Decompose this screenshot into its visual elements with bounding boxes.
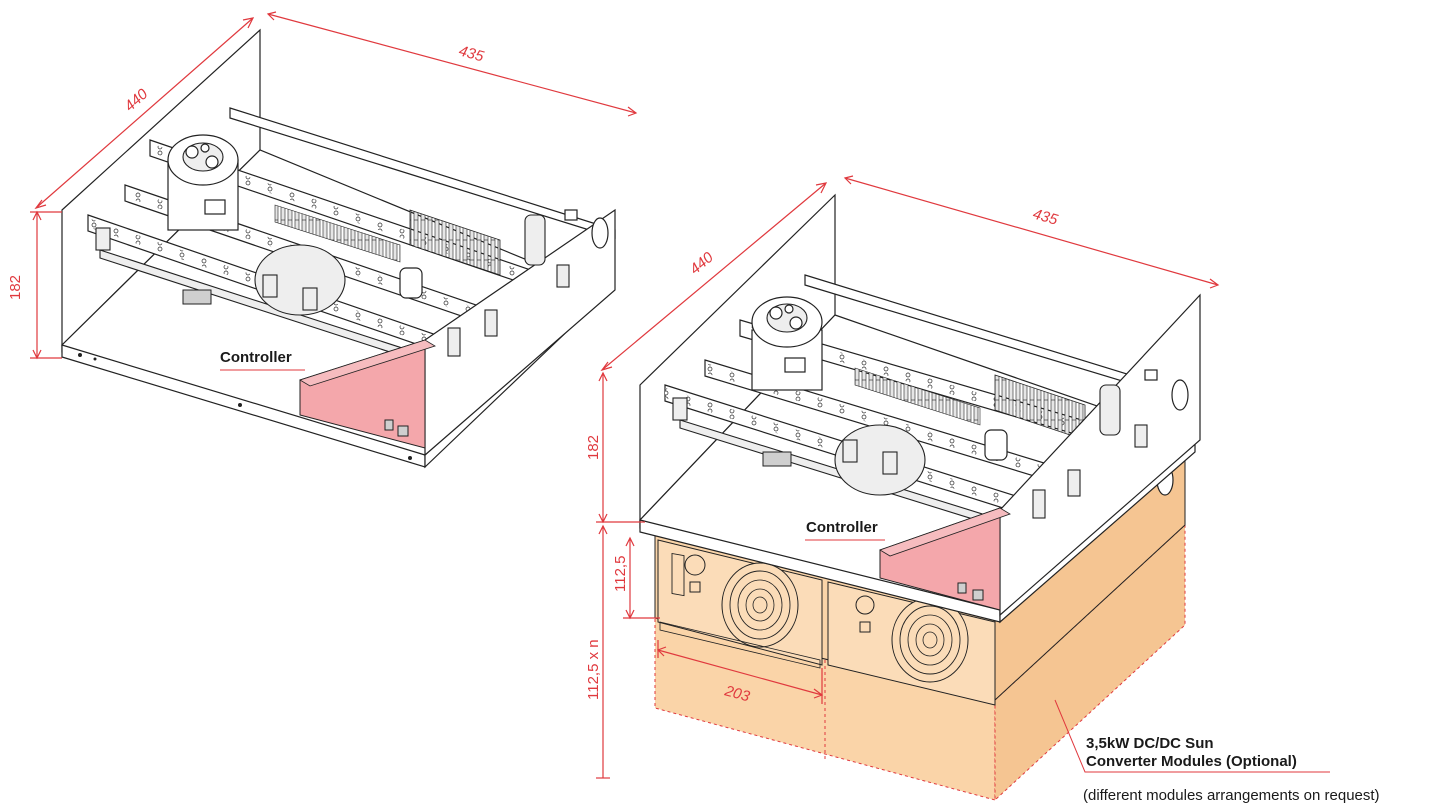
right-unit-controller	[879, 507, 1011, 611]
right-unit-dim-depth: 440	[687, 249, 718, 279]
right-unit-dim-module-height: 112,5	[612, 556, 629, 592]
fan-icon	[721, 562, 799, 648]
right-unit: Controller 440 435 182 112,5 112,5 x	[585, 175, 1380, 804]
modules-label-line1: 3,5kW DC/DC Sun	[1086, 735, 1214, 752]
right-unit-dim-module-width: 203	[722, 682, 752, 705]
left-unit-dimensions: 440 435 182	[7, 11, 638, 360]
left-unit-controller-label: Controller	[220, 349, 292, 366]
fan-icon	[891, 597, 969, 683]
modules-arrangement-note: (different modules arrangements on reque…	[1083, 787, 1380, 804]
left-unit-controller	[299, 339, 436, 449]
right-unit-controller-label: Controller	[806, 519, 878, 536]
left-unit-dim-width: 435	[457, 42, 486, 65]
right-unit-dim-height: 182	[585, 435, 602, 460]
terminal-block-icon	[274, 204, 501, 276]
capacitor-icon	[167, 134, 239, 231]
right-unit-dim-module-stack: 112,5 x n	[585, 639, 602, 700]
right-unit-dim-width: 435	[1031, 206, 1060, 229]
capacitor-icon	[751, 296, 823, 391]
modules-label-line2: Converter Modules (Optional)	[1086, 753, 1297, 770]
converter-modules	[654, 428, 1186, 802]
left-unit: Controller 440 435 182	[7, 11, 638, 469]
left-unit-dim-height: 182	[7, 275, 24, 300]
terminal-block-icon	[854, 367, 1086, 441]
